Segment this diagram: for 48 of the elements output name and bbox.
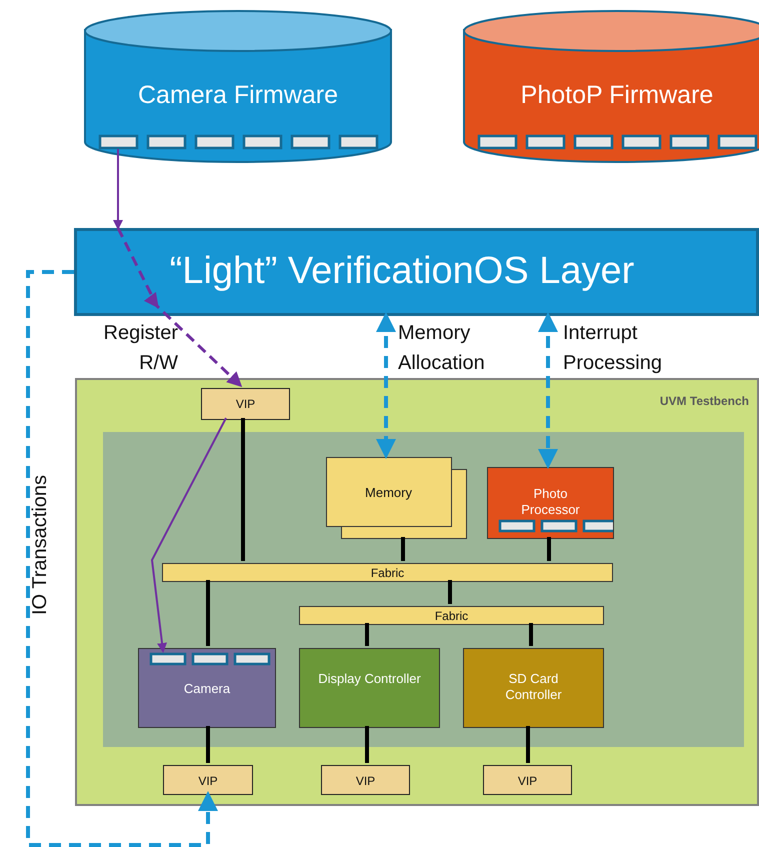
edge-label: Interrupt Processing: [563, 321, 663, 376]
bus-line: [206, 580, 210, 646]
bus-line: [206, 726, 210, 763]
dashed-arrow: [116, 227, 242, 387]
bar-label: Fabric: [434, 609, 470, 624]
dashed-arrow: [376, 312, 396, 459]
box-label: Display Controller: [318, 671, 421, 687]
fabric-bar: [299, 606, 604, 625]
panel-title: UVM Testbench: [660, 394, 749, 408]
vip-box: [483, 765, 572, 795]
fabric-bar: [162, 563, 613, 582]
bus-line: [365, 726, 369, 763]
box-label: VIP: [234, 397, 256, 412]
dashed-arrow: [538, 312, 558, 469]
vip-box: [163, 765, 253, 795]
cylinder-label: Camera Firmware: [136, 80, 340, 110]
bus-line: [401, 537, 405, 561]
box-label: VIP: [516, 774, 538, 788]
arrow: [113, 149, 123, 230]
dut-area: [103, 432, 744, 747]
arrow: [150, 418, 227, 653]
vip-box: [321, 765, 410, 795]
bus-line: [529, 623, 533, 646]
edge-label: Memory Allocation: [398, 321, 486, 376]
box-label: Camera: [182, 681, 232, 697]
camera-box: [138, 648, 276, 728]
processor-box: [487, 467, 614, 539]
controller-box: [463, 648, 604, 728]
box-label: VIP: [354, 774, 376, 788]
edge-label: IO Transactions: [28, 474, 52, 618]
box-label: Photo Processor: [520, 486, 581, 518]
bus-line: [241, 418, 245, 561]
vip-box: [201, 388, 290, 420]
bar-label: Fabric: [370, 566, 406, 580]
bus-line: [365, 623, 369, 646]
bus-line: [547, 537, 551, 561]
edge-label: Register R/W: [102, 321, 178, 376]
testbench-panel: [75, 378, 759, 806]
bus-line: [448, 580, 452, 604]
box-label: VIP: [197, 774, 219, 788]
controller-box: [299, 648, 440, 728]
bus-line: [526, 726, 530, 763]
layer-title: “Light” VerificationOS Layer: [168, 249, 636, 294]
cylinder-label: PhotoP Firmware: [520, 80, 714, 110]
dashed-arrow: [26, 270, 218, 847]
layer-band: [74, 228, 759, 316]
box-label: Memory: [364, 485, 413, 501]
box-label: SD Card Controller: [504, 671, 563, 702]
